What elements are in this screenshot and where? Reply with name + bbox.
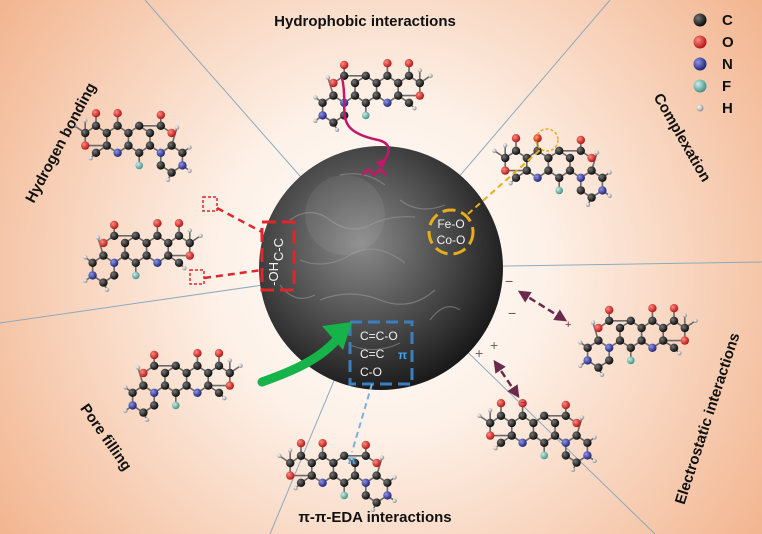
legend-label-n: N [722,56,733,73]
legend-label-c: C [722,12,733,29]
surface-charge-minus-1: − [505,273,513,289]
molecule-electrostatic-2 [477,399,597,472]
hbond-box [260,220,296,292]
molecule-charge-minus: − [520,397,526,409]
legend-label-h: H [722,100,733,117]
hbond-cc-label: C-C [271,238,286,261]
surface-charge-plus-2: + [490,337,498,353]
legend-swatch-c [693,13,707,27]
legend-swatch-h [696,104,704,112]
complexation-circle [427,208,475,256]
hbond-line-1 [216,206,263,234]
adsorbent-particle [259,146,503,390]
surface-charge-plus-1: + [475,345,483,361]
hydrophobic-chain-icon [361,167,387,177]
hbond-target-box-1 [202,196,218,212]
pi-symbol-molecule: π [347,453,356,467]
electrostatic-arrow-2 [493,359,520,399]
pore-filling-arrow [257,333,343,387]
pi-symbol-surface: π [398,348,407,362]
molecule-hydrogen-bonding-1 [72,109,192,182]
molecule-hydrogen-bonding-2 [83,219,203,292]
metal-fe-o-label: Fe-O [437,217,464,231]
legend-label-o: O [722,34,734,51]
complexation-line [467,149,541,215]
pi-group-1-label: C=C-O [360,329,398,343]
molecule-electrostatic-1 [578,304,698,377]
pi-group-3-label: C-O [360,365,382,379]
surface-charge-minus-2: − [508,305,516,321]
label-hydrophobic-interactions: Hydrophobic interactions [274,13,456,30]
molecule-charge-plus: + [565,319,571,331]
molecule-hydrophobic [313,59,433,132]
hydrophobic-arrow [340,77,390,170]
hbond-oh-label: -OH [266,262,281,286]
legend-label-f: F [722,78,731,95]
pi-box [348,320,414,386]
hbond-line-2 [203,268,263,280]
complexation-target-circle [535,128,559,152]
pore-filling-arrowhead [322,322,352,350]
pi-line [351,383,373,453]
molecule-complexation [492,134,612,207]
molecule-pi-eda [277,439,397,512]
electrostatic-arrow-1 [517,290,568,322]
legend-swatch-o [693,35,707,49]
molecule-pore-filling [123,349,243,422]
label-pi-eda-interactions: π-π-EDA interactions [298,509,451,526]
pi-group-2-label: C=C [360,347,385,361]
legend-swatch-n [693,57,707,71]
metal-co-o-label: Co-O [437,233,466,247]
legend-swatch-f [693,79,707,93]
